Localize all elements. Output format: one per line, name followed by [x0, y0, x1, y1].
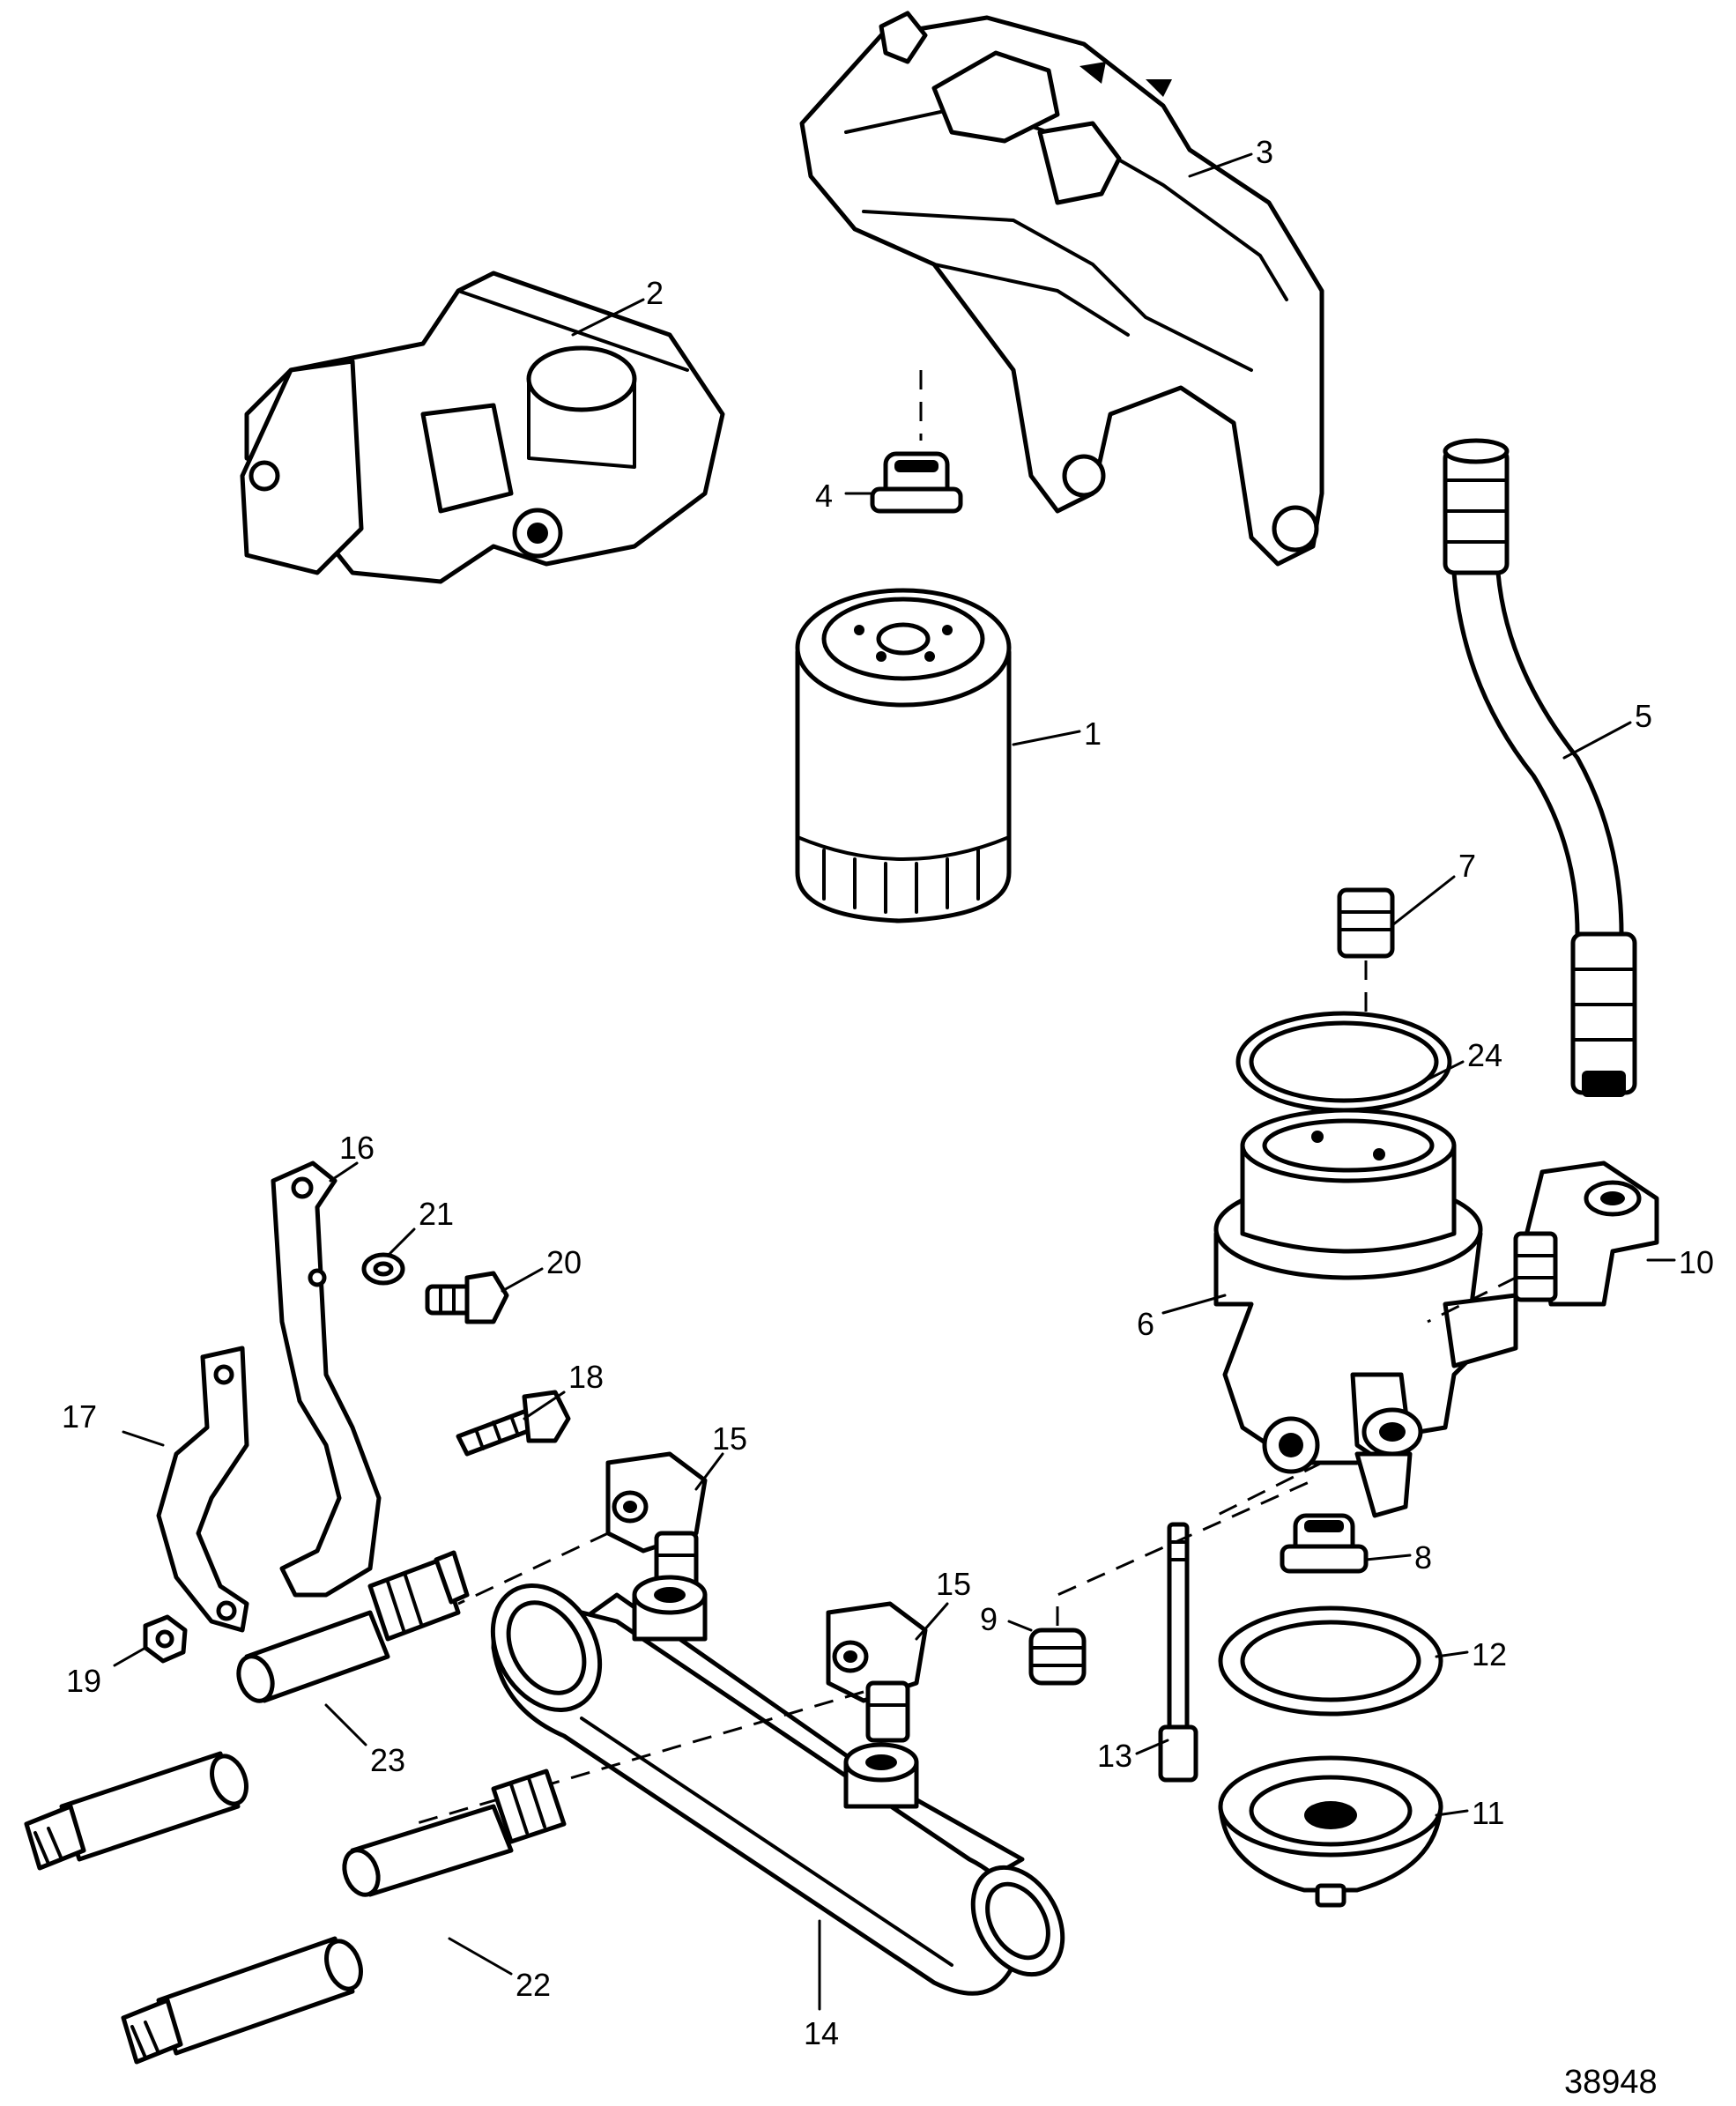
dashed-line-10-6	[1427, 1276, 1517, 1324]
callout-4: 4	[815, 478, 833, 514]
callout-15b: 15	[936, 1566, 971, 1602]
part-8-plug	[1280, 1513, 1369, 1574]
part-12-gasket	[1218, 1605, 1443, 1717]
callout-9: 9	[980, 1601, 998, 1637]
part-16-strap	[271, 1161, 382, 1598]
part-6-filter-housing	[1213, 1108, 1518, 1518]
callout-18: 18	[568, 1359, 604, 1395]
part-14-oil-cooler	[490, 1575, 1065, 1996]
callout-1: 1	[1084, 716, 1102, 752]
dashed-line-15-22	[413, 1690, 864, 1826]
part-19-nut	[143, 1614, 188, 1664]
dashed-line-9-6	[1056, 1479, 1314, 1626]
callout-labels: 1 2 3 4 5 6 7 8 9 10 11 12 13 14 15 15 1…	[62, 134, 1714, 2051]
part-18-bolt	[456, 1390, 571, 1457]
part-24-o-ring	[1235, 1011, 1452, 1113]
callout-14: 14	[804, 2015, 839, 2051]
dashed-line-13-6	[1215, 1461, 1323, 1517]
callout-11: 11	[1472, 1795, 1504, 1831]
callout-16: 16	[339, 1130, 375, 1166]
part-4-plug	[870, 451, 963, 514]
part-10-elbow-fitting	[1513, 1161, 1659, 1307]
callout-3: 3	[1256, 134, 1273, 170]
callout-13: 13	[1097, 1738, 1132, 1774]
callout-22: 22	[516, 1967, 551, 2003]
callout-19: 19	[66, 1663, 101, 1699]
part-15-elbow-lower	[826, 1601, 928, 1743]
callout-10: 10	[1679, 1244, 1714, 1280]
callout-12: 12	[1472, 1636, 1507, 1672]
callout-17: 17	[62, 1398, 97, 1435]
part-5-oil-hose	[1443, 438, 1637, 1097]
part-23-hose-assembly	[24, 1550, 470, 1871]
callout-23: 23	[370, 1742, 405, 1778]
callout-8: 8	[1414, 1539, 1432, 1576]
callout-20: 20	[546, 1244, 582, 1280]
callout-5: 5	[1635, 698, 1652, 734]
callout-15a: 15	[712, 1420, 747, 1457]
dashed-line-15-23	[457, 1531, 609, 1605]
part-1-oil-filter	[795, 588, 1012, 923]
callout-6: 6	[1137, 1306, 1154, 1342]
part-11-cover	[1218, 1755, 1443, 1908]
callout-24: 24	[1467, 1037, 1502, 1073]
callout-21: 21	[419, 1196, 454, 1232]
part-21-washer	[361, 1252, 405, 1286]
part-9-plug	[1028, 1628, 1087, 1686]
leader-lines	[113, 152, 1676, 2011]
part-17-clamp	[156, 1346, 249, 1633]
callout-7: 7	[1458, 848, 1476, 884]
part-7-plug	[1337, 887, 1395, 959]
part-22-hose-assembly	[121, 1769, 567, 2065]
part-3-mounting-bracket	[799, 11, 1324, 567]
part-15-elbow-upper	[605, 1451, 708, 1593]
callout-2: 2	[646, 275, 664, 311]
part-2-filter-adapter	[240, 271, 725, 584]
figure-number: 38948	[1564, 2064, 1658, 2101]
part-20-bolt	[425, 1271, 509, 1324]
